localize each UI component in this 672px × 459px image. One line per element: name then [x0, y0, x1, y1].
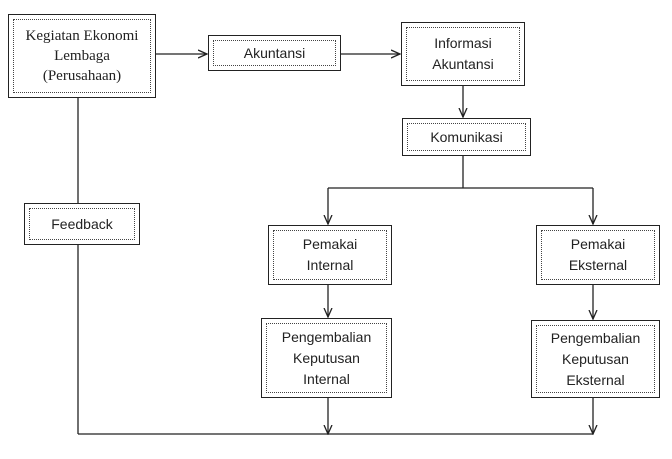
node-label-line: (Perusahaan)	[42, 68, 122, 84]
node-label-line: Pengembalian	[281, 328, 372, 345]
node-label-line: Kegiatan Ekonomi	[25, 28, 139, 44]
node-label-line: Lembaga	[54, 48, 110, 64]
node-label-line: Akuntansi	[432, 56, 494, 72]
node-kegiatan-ekonomi: Kegiatan Ekonomi Lembaga (Perusahaan)	[8, 14, 156, 98]
node-pengembalian-keputusan-eksternal: Pengembalian Keputusan Eksternal	[531, 320, 660, 398]
node-label-line: Internal	[306, 257, 354, 273]
node-feedback: Feedback	[24, 203, 140, 245]
node-komunikasi: Komunikasi	[402, 118, 531, 156]
node-label-line: Pemakai	[302, 236, 358, 252]
node-informasi-akuntansi: Informasi Akuntansi	[401, 22, 525, 86]
node-pemakai-eksternal: Pemakai Eksternal	[536, 225, 660, 285]
node-label-line: Internal	[303, 370, 350, 387]
node-label-line: Keputusan	[293, 349, 360, 366]
node-akuntansi: Akuntansi	[208, 35, 341, 71]
node-label-line: Akuntansi	[243, 44, 306, 61]
node-pemakai-internal: Pemakai Internal	[268, 225, 392, 285]
node-label-line: Keputusan	[562, 350, 629, 367]
node-label-line: Komunikasi	[430, 128, 503, 145]
node-label-line: Pemakai	[570, 236, 626, 252]
node-label-line: Eksternal	[568, 257, 628, 273]
node-pengembalian-keputusan-internal: Pengembalian Keputusan Internal	[261, 318, 392, 398]
node-label-line: Eksternal	[566, 371, 625, 388]
node-label-line: Informasi	[434, 35, 492, 51]
node-label-line: Pengembalian	[550, 329, 641, 346]
node-label-line: Feedback	[51, 215, 113, 232]
